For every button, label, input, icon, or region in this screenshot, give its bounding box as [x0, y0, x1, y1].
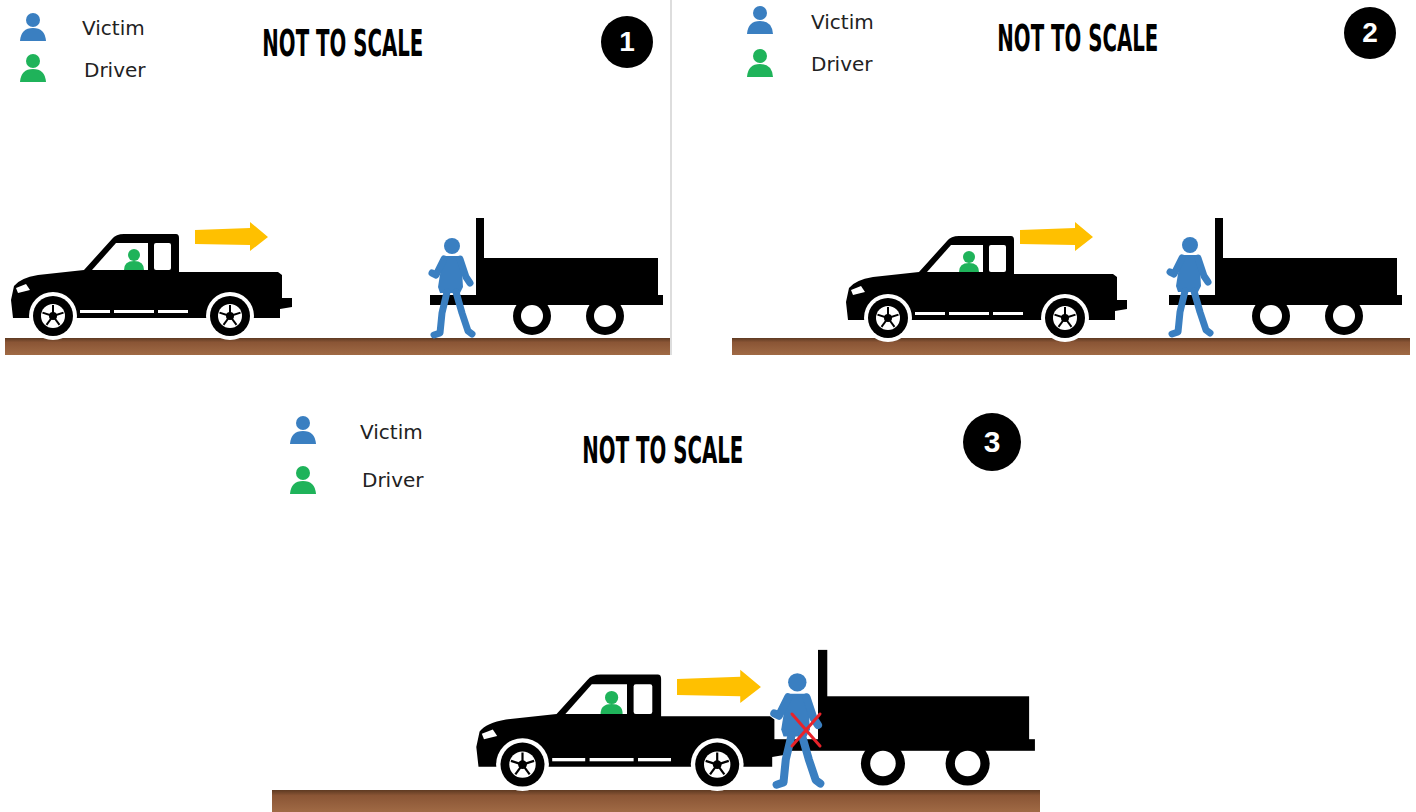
- scale-note: NOT TO SCALE: [262, 24, 423, 62]
- legend-person-icon: [18, 53, 48, 83]
- legend-text: Driver: [84, 60, 146, 80]
- callout-number: 2: [1362, 19, 1378, 47]
- callout-number: 3: [984, 427, 1001, 457]
- callout-circle: 2: [1344, 7, 1396, 59]
- legend-person-icon: [288, 465, 318, 495]
- legend-text: Victim: [82, 18, 145, 38]
- scale-note: NOT TO SCALE: [582, 431, 743, 469]
- legend-text: Victim: [360, 422, 423, 442]
- callout-circle: 1: [601, 16, 653, 68]
- callout-circle: 3: [963, 413, 1021, 471]
- legend-text: Driver: [362, 470, 424, 490]
- legend-person-icon: [745, 5, 775, 35]
- callout-number: 1: [619, 28, 635, 56]
- legend-person-icon: [18, 12, 48, 42]
- scale-note: NOT TO SCALE: [997, 19, 1158, 57]
- legend-person-icon: [288, 415, 318, 445]
- legend-person-icon: [745, 48, 775, 78]
- legend-text: Victim: [811, 12, 874, 32]
- legend-text: Driver: [811, 54, 873, 74]
